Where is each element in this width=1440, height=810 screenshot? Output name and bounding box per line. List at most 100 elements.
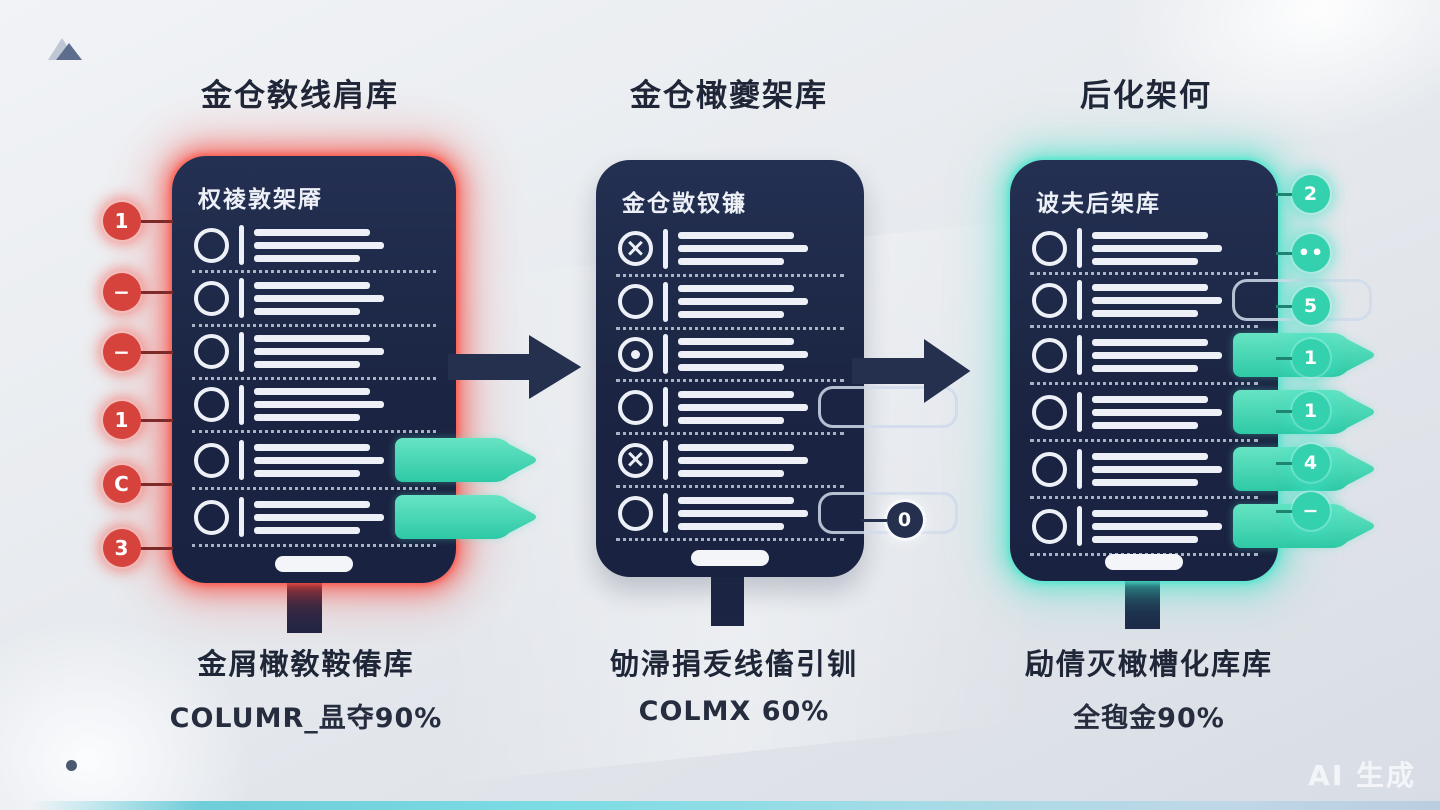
step-badge: 2 — [1276, 175, 1330, 213]
step-badge: 3 — [103, 529, 173, 567]
caption-line1: 劶倩灭橄槽化库库 — [1024, 647, 1274, 681]
home-bar — [1105, 554, 1183, 570]
list-rows: ×× — [616, 224, 958, 541]
step-badge: 1 — [103, 202, 173, 240]
text-lines-placeholder — [254, 281, 384, 315]
flow-arrow-icon — [852, 339, 971, 403]
phone-panel-source: 权祾敦架厣 — [172, 156, 536, 583]
list-row — [1030, 499, 1374, 556]
list-row — [1030, 328, 1374, 385]
list-row — [192, 220, 436, 274]
background-blob — [0, 620, 250, 810]
divider-bar — [239, 278, 244, 319]
phone-stand — [287, 582, 322, 633]
column-header: 后化架何 — [1080, 78, 1212, 114]
badge-label: − — [1302, 500, 1320, 522]
list-row — [192, 380, 436, 433]
text-lines-placeholder — [1092, 338, 1222, 372]
panel-title: 诐夫后架库 — [1036, 191, 1161, 217]
connector-line — [141, 546, 173, 550]
divider-bar — [1077, 449, 1082, 489]
text-lines-placeholder — [678, 390, 808, 424]
divider-bar — [239, 225, 244, 266]
badge-label: 4 — [1303, 452, 1319, 474]
connector-line — [1276, 461, 1292, 465]
divider-bar — [1077, 228, 1082, 268]
phone-panel-result: 诐夫后架库 — [1010, 160, 1374, 581]
connector-line — [1276, 251, 1292, 255]
circle-icon — [194, 227, 229, 263]
step-badge: C — [103, 465, 173, 503]
badge-label: 1 — [114, 209, 130, 233]
divider-bar — [663, 493, 668, 533]
list-row — [192, 490, 536, 547]
circle-icon — [1032, 230, 1067, 266]
connector-line — [141, 418, 173, 422]
badge-label: 1 — [1303, 400, 1319, 422]
mountain-logo-icon — [48, 38, 82, 60]
divider-bar — [663, 334, 668, 375]
caption-line1: 劬㴆捐叐线傗引钏 — [609, 647, 859, 681]
circle-x-icon: × — [618, 231, 653, 267]
text-lines-placeholder — [1092, 395, 1222, 429]
tag-pill — [394, 494, 538, 540]
list-row — [616, 277, 844, 330]
logo-mark — [46, 36, 84, 66]
circle-icon — [1032, 508, 1067, 544]
circle-icon — [1032, 394, 1067, 430]
step-badge: 1 — [103, 401, 173, 439]
connector-line — [1276, 509, 1292, 513]
step-badge: 1 — [1276, 392, 1330, 430]
circle-icon — [194, 499, 229, 535]
circle-icon — [1032, 282, 1067, 318]
list-row — [1030, 442, 1374, 499]
badge-label: − — [113, 340, 131, 364]
phone-panel-middle: 金仓敳钗镰 ×× — [596, 160, 958, 577]
list-row — [616, 330, 844, 383]
text-lines-placeholder — [1092, 231, 1222, 265]
circle-icon — [194, 387, 229, 423]
list-row — [1030, 385, 1374, 442]
list-row — [192, 327, 436, 380]
circle-icon — [194, 334, 229, 370]
text-lines-placeholder — [678, 496, 808, 530]
caption-block: 金屑橄敎鞍偆库 COLUMR_昷夺90% — [170, 641, 443, 735]
divider-bar — [663, 387, 668, 428]
text-lines-placeholder — [254, 388, 384, 422]
caption-line2: 全毥金90% — [1073, 703, 1225, 734]
step-badge: 5 — [1276, 287, 1330, 325]
text-lines-placeholder — [1092, 509, 1222, 543]
text-lines-placeholder — [678, 232, 808, 266]
list-row — [616, 382, 958, 436]
badge-label: − — [113, 280, 131, 304]
caption-line2: COLMX 60% — [638, 696, 830, 727]
list-rows — [192, 220, 536, 547]
divider-bar — [663, 228, 668, 269]
list-row — [192, 433, 536, 490]
badge-label: 1 — [114, 408, 130, 432]
column-header: 金仓敎线肩库 — [201, 78, 399, 114]
badge-label: •• — [1297, 242, 1325, 264]
connector-line — [1276, 192, 1292, 196]
list-row — [616, 488, 958, 541]
bottom-accent-strip — [0, 801, 1440, 810]
text-lines-placeholder — [1092, 283, 1222, 317]
text-lines-placeholder — [678, 337, 808, 371]
divider-bar — [239, 440, 244, 480]
divider-bar — [1077, 335, 1082, 375]
badge-label: 2 — [1303, 183, 1319, 205]
circle-icon — [618, 284, 653, 320]
list-row — [192, 273, 436, 327]
text-lines-placeholder — [254, 443, 384, 477]
divider-bar — [239, 331, 244, 372]
list-rows — [1030, 224, 1374, 556]
divider-bar — [663, 281, 668, 322]
text-lines-placeholder — [254, 500, 384, 534]
step-badge: 1 — [1276, 339, 1330, 377]
badge-label: C — [114, 472, 130, 496]
circle-x-icon: × — [618, 442, 653, 478]
caption-block: 劬㴆捐叐线傗引钏 COLMX 60% — [610, 641, 858, 727]
connector-line — [1276, 304, 1292, 308]
list-row: × — [616, 224, 844, 277]
circle-dot-icon — [618, 336, 653, 372]
